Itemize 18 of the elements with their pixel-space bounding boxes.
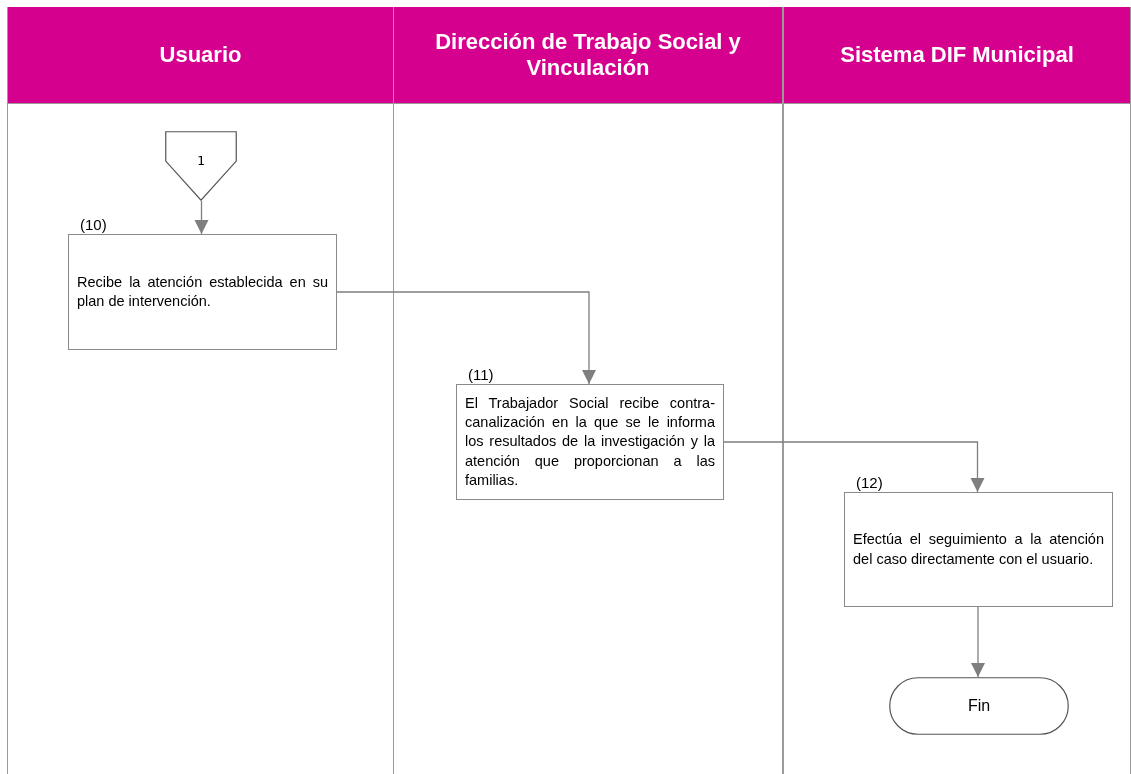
arrow: [335, 291, 596, 385]
step-text: Recibe la atención establecida en su plan de intervención.: [77, 272, 328, 311]
step-number: (11): [468, 366, 494, 384]
swimlane: [7, 7, 394, 774]
step-number: (10): [80, 216, 107, 234]
step-number: (12): [856, 474, 883, 492]
lane-title: Sistema DIF Municipal: [840, 41, 1074, 69]
swimlane: [783, 7, 1131, 774]
lane-title: Usuario: [159, 41, 242, 69]
step-text: Efectúa el seguimiento a la atención del caso directamente con el usuario.: [853, 530, 1104, 569]
step-text: El Trabajador Social recibe contra-canalización en la que se le informa los resultados de la investigación y la atención que proporcionan a las familias.: [465, 393, 715, 490]
terminal-label: Fin: [967, 697, 991, 715]
arrow: [194, 200, 209, 235]
lane-title: Dirección de Trabajo Social y Vinculación: [434, 28, 742, 82]
swimlane: [393, 7, 783, 774]
connector-number: 1: [197, 152, 205, 168]
arrow: [722, 441, 985, 493]
arrow: [971, 606, 985, 678]
